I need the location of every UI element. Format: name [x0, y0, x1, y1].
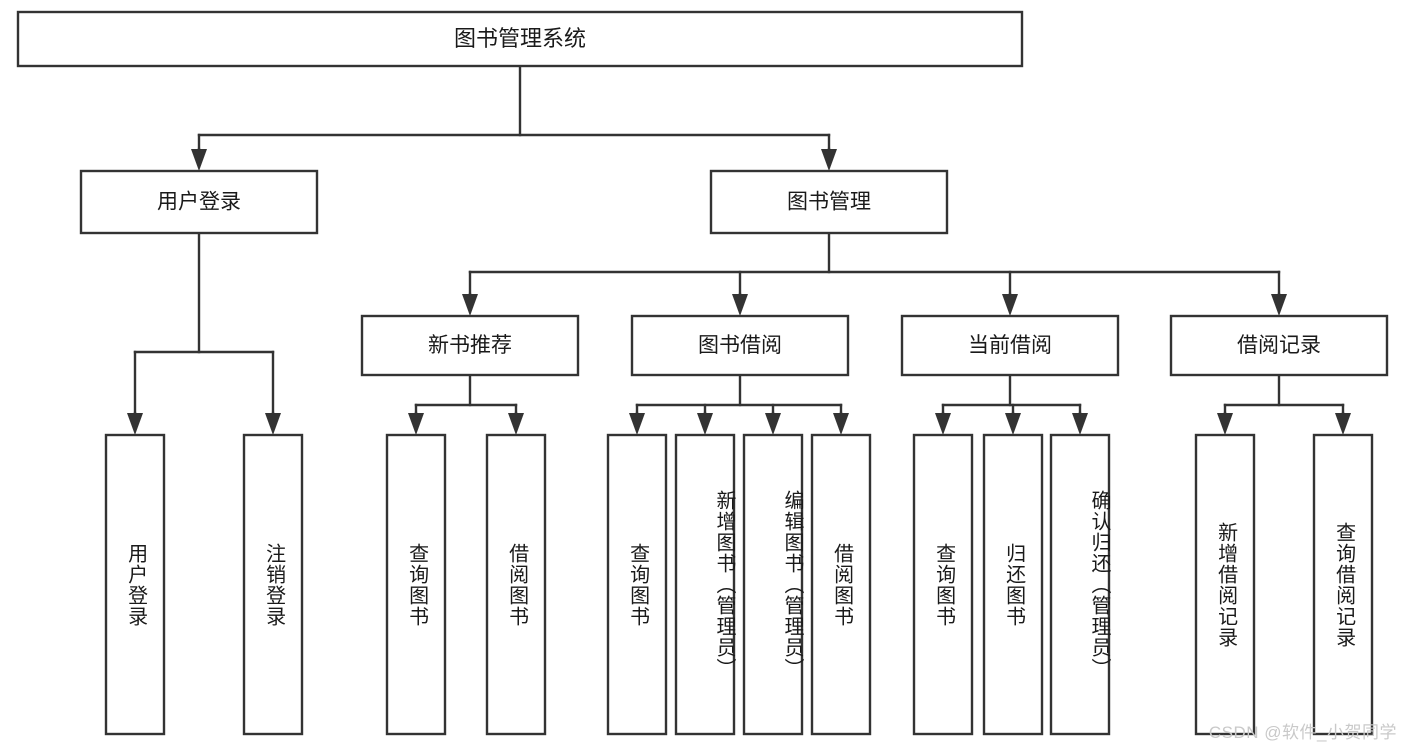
node-leaf-10[interactable] — [1049, 433, 1111, 736]
node-root-system[interactable] — [16, 10, 1024, 68]
arrow-head-icon — [508, 413, 524, 435]
arrow-head-icon — [697, 413, 713, 435]
arrow-head-icon — [1002, 294, 1018, 316]
node-leaf-8-rect[interactable] — [912, 433, 974, 736]
arrow-head-icon — [765, 413, 781, 435]
node-root-system-label: 图书管理系统 — [454, 26, 586, 51]
node-leaf-9[interactable] — [982, 433, 1044, 736]
arrow-head-icon — [1335, 413, 1351, 435]
node-leaf-9-rect[interactable] — [982, 433, 1044, 736]
arrow-head-icon — [1217, 413, 1233, 435]
node-level2-1[interactable] — [709, 169, 949, 235]
node-level3-2-label: 当前借阅 — [968, 334, 1052, 357]
node-leaf-4-rect[interactable] — [606, 433, 668, 736]
node-leaf-1-rect[interactable] — [242, 433, 304, 736]
node-root-system-rect[interactable] — [16, 10, 1024, 68]
node-leaf-10-rect[interactable] — [1049, 433, 1111, 736]
node-leaf-5-rect[interactable] — [674, 433, 736, 736]
node-leaf-11[interactable] — [1194, 433, 1256, 736]
arrow-head-icon — [265, 413, 281, 435]
node-leaf-6[interactable] — [742, 433, 804, 736]
node-level2-0-label: 用户登录 — [157, 191, 241, 214]
node-leaf-6-rect[interactable] — [742, 433, 804, 736]
node-leaf-7-rect[interactable] — [810, 433, 872, 736]
node-leaf-1[interactable] — [242, 433, 304, 736]
node-leaf-3-rect[interactable] — [485, 433, 547, 736]
node-leaf-5[interactable] — [674, 433, 736, 736]
node-leaf-12[interactable] — [1312, 433, 1374, 736]
arrow-head-icon — [1072, 413, 1088, 435]
arrow-head-icon — [462, 294, 478, 316]
node-leaf-0[interactable] — [104, 433, 166, 736]
node-leaf-7[interactable] — [810, 433, 872, 736]
node-level3-1-label: 图书借阅 — [698, 334, 782, 357]
node-leaf-2[interactable] — [385, 433, 447, 736]
node-level3-3[interactable] — [1169, 314, 1389, 377]
node-leaf-3[interactable] — [485, 433, 547, 736]
node-level2-0-rect[interactable] — [79, 169, 319, 235]
node-level3-0-label: 新书推荐 — [428, 334, 512, 357]
arrow-head-icon — [821, 149, 837, 171]
arrow-head-icon — [732, 294, 748, 316]
node-leaf-4[interactable] — [606, 433, 668, 736]
node-level3-2-rect[interactable] — [900, 314, 1120, 377]
arrow-head-icon — [1271, 294, 1287, 316]
node-level2-0[interactable] — [79, 169, 319, 235]
node-level3-1[interactable] — [630, 314, 850, 377]
node-leaf-12-rect[interactable] — [1312, 433, 1374, 736]
arrow-head-icon — [127, 413, 143, 435]
arrow-head-icon — [408, 413, 424, 435]
node-level2-1-label: 图书管理 — [787, 191, 871, 214]
node-leaf-8[interactable] — [912, 433, 974, 736]
arrow-head-icon — [935, 413, 951, 435]
arrow-head-icon — [191, 149, 207, 171]
node-leaf-0-rect[interactable] — [104, 433, 166, 736]
node-level3-0-rect[interactable] — [360, 314, 580, 377]
node-level3-3-label: 借阅记录 — [1237, 334, 1321, 357]
node-level3-0[interactable] — [360, 314, 580, 377]
arrow-head-icon — [629, 413, 645, 435]
node-leaf-2-rect[interactable] — [385, 433, 447, 736]
arrow-head-icon — [833, 413, 849, 435]
node-leaf-11-rect[interactable] — [1194, 433, 1256, 736]
arrow-head-icon — [1005, 413, 1021, 435]
node-level3-3-rect[interactable] — [1169, 314, 1389, 377]
node-level3-2[interactable] — [900, 314, 1120, 377]
node-level2-1-rect[interactable] — [709, 169, 949, 235]
watermark-label: CSDN @软件_小贺同学 — [1208, 723, 1397, 742]
node-level3-1-rect[interactable] — [630, 314, 850, 377]
